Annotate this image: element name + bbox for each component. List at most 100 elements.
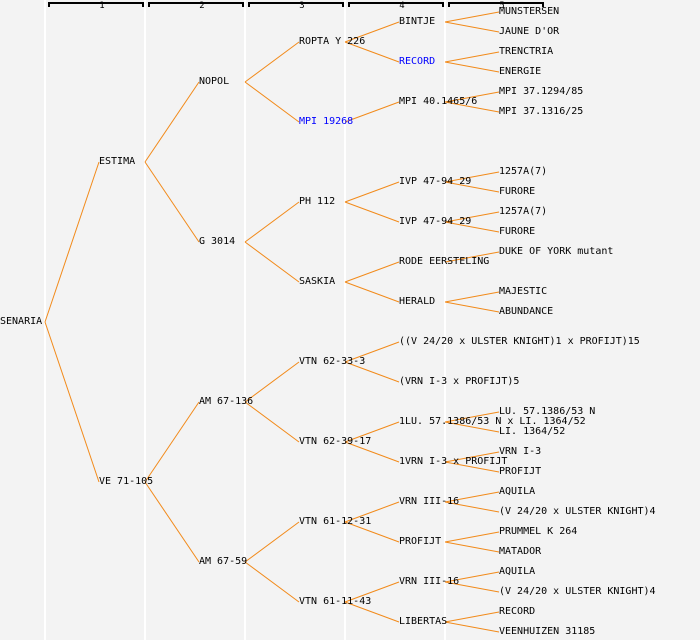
parent-link-line	[244, 561, 300, 603]
pedigree-node-gen5: PRUMMEL K 264	[499, 526, 578, 537]
parent-link-line	[344, 601, 400, 623]
pedigree-node-gen4: PROFIJT	[399, 536, 442, 547]
parent-link-line	[444, 251, 500, 263]
pedigree-node-gen4: (VRN I-3 x PROFIJT)5	[399, 376, 520, 387]
parent-link-line	[144, 161, 200, 243]
pedigree-node-gen2: AM 67-136	[199, 396, 254, 407]
parent-link-line	[344, 501, 400, 523]
parent-link-line	[444, 291, 500, 303]
parent-link-line	[444, 91, 500, 103]
pedigree-node-gen3: VTN 61-11-43	[299, 596, 372, 607]
column-header-bracket	[148, 2, 244, 7]
pedigree-node-gen3: VTN 62-33-3	[299, 356, 366, 367]
pedigree-node-gen5: (V 24/20 x ULSTER KNIGHT)4	[499, 506, 656, 517]
pedigree-node-gen1: ESTIMA	[99, 156, 136, 167]
pedigree-node-gen5: LU. 57.1386/53 N	[499, 406, 596, 417]
column-header-bracket	[48, 2, 144, 7]
parent-link-line	[444, 531, 500, 543]
pedigree-node-gen4: BINTJE	[399, 16, 436, 27]
pedigree-node-gen4: VRN III-16	[399, 496, 460, 507]
parent-link-line	[344, 361, 400, 383]
parent-link-line	[344, 21, 400, 43]
pedigree-node-gen4: RODE EERSTELING	[399, 256, 490, 267]
parent-link-line	[444, 461, 500, 473]
pedigree-node-gen4: IVP 47-94 29	[399, 176, 472, 187]
pedigree-node-gen5: 1257A(7)	[499, 206, 548, 217]
pedigree-node-gen3: PH 112	[299, 196, 336, 207]
column-number: 3	[299, 1, 305, 11]
parent-link-line	[444, 571, 500, 583]
column-number: 2	[199, 1, 205, 11]
column-number: 4	[399, 1, 405, 11]
parent-link-line	[444, 411, 500, 423]
parent-link-line	[244, 81, 300, 123]
pedigree-node-gen2: NOPOL	[199, 76, 230, 87]
pedigree-node-gen1: VE 71-105	[99, 476, 154, 487]
parent-link-line	[244, 201, 300, 243]
parent-link-line	[344, 281, 400, 303]
parent-link-line	[444, 171, 500, 183]
pedigree-node-gen5: 1257A(7)	[499, 166, 548, 177]
pedigree-node-gen3: ROPTA Y 226	[299, 36, 366, 47]
parent-link-line	[44, 161, 100, 323]
column-separator	[444, 0, 446, 640]
parent-link-line	[344, 521, 400, 543]
pedigree-node-gen5: JAUNE D'OR	[499, 26, 560, 37]
pedigree-node-gen4[interactable]: RECORD	[399, 56, 436, 67]
parent-link-line	[444, 421, 500, 433]
parent-link-line	[344, 581, 400, 603]
parent-link-line	[144, 401, 200, 483]
parent-link-line	[444, 51, 500, 63]
column-separator	[344, 0, 346, 640]
parent-link-line	[244, 521, 300, 563]
parent-link-line	[344, 341, 400, 363]
pedigree-node-gen5: MPI 37.1316/25	[499, 106, 584, 117]
parent-link-line	[444, 611, 500, 623]
pedigree-node-gen4: ((V 24/20 x ULSTER KNIGHT)1 x PROFIJT)15	[399, 336, 640, 347]
pedigree-node-gen4: VRN III-16	[399, 576, 460, 587]
column-separator	[44, 0, 46, 640]
parent-link-line	[344, 181, 400, 203]
parent-link-line	[344, 101, 400, 123]
pedigree-node-gen5: MAJESTIC	[499, 286, 548, 297]
pedigree-node-gen4: LIBERTAS	[399, 616, 448, 627]
pedigree-node-gen2: G 3014	[199, 236, 236, 247]
parent-link-line	[444, 101, 500, 113]
pedigree-node-gen5: MUNSTERSEN	[499, 6, 560, 17]
pedigree-node-gen5: AQUILA	[499, 486, 536, 497]
parent-link-line	[444, 11, 500, 23]
pedigree-node-gen3[interactable]: MPI 19268	[299, 116, 354, 127]
pedigree-node-gen5: LI. 1364/52	[499, 426, 566, 437]
parent-link-line	[44, 321, 100, 483]
parent-link-line	[144, 81, 200, 163]
parent-link-line	[244, 361, 300, 403]
pedigree-node-gen2: AM 67-59	[199, 556, 248, 567]
pedigree-node-gen3: VTN 62-39-17	[299, 436, 372, 447]
parent-link-line	[144, 481, 200, 563]
parent-link-line	[444, 181, 500, 193]
pedigree-node-gen5: AQUILA	[499, 566, 536, 577]
parent-link-line	[344, 441, 400, 463]
pedigree-node-gen5: VEENHUIZEN 31185	[499, 626, 596, 637]
parent-link-line	[444, 61, 500, 73]
pedigree-node-gen5: FURORE	[499, 186, 536, 197]
parent-link-line	[344, 201, 400, 223]
pedigree-node-gen4: 1VRN I-3 x PROFIJT	[399, 456, 508, 467]
parent-link-line	[244, 401, 300, 443]
column-header-bracket	[448, 2, 544, 7]
parent-link-line	[444, 541, 500, 553]
pedigree-node-gen4: IVP 47-94 29	[399, 216, 472, 227]
parent-link-line	[444, 621, 500, 633]
parent-link-line	[444, 301, 500, 313]
column-header-bracket	[348, 2, 444, 7]
pedigree-node-gen5: ENERGIE	[499, 66, 542, 77]
pedigree-node-gen5: FURORE	[499, 226, 536, 237]
parent-link-line	[444, 221, 500, 233]
parent-link-line	[444, 211, 500, 223]
parent-link-line	[244, 41, 300, 83]
parent-link-line	[444, 501, 500, 513]
pedigree-node-gen5: DUKE OF YORK mutant	[499, 246, 614, 257]
parent-link-line	[344, 261, 400, 283]
